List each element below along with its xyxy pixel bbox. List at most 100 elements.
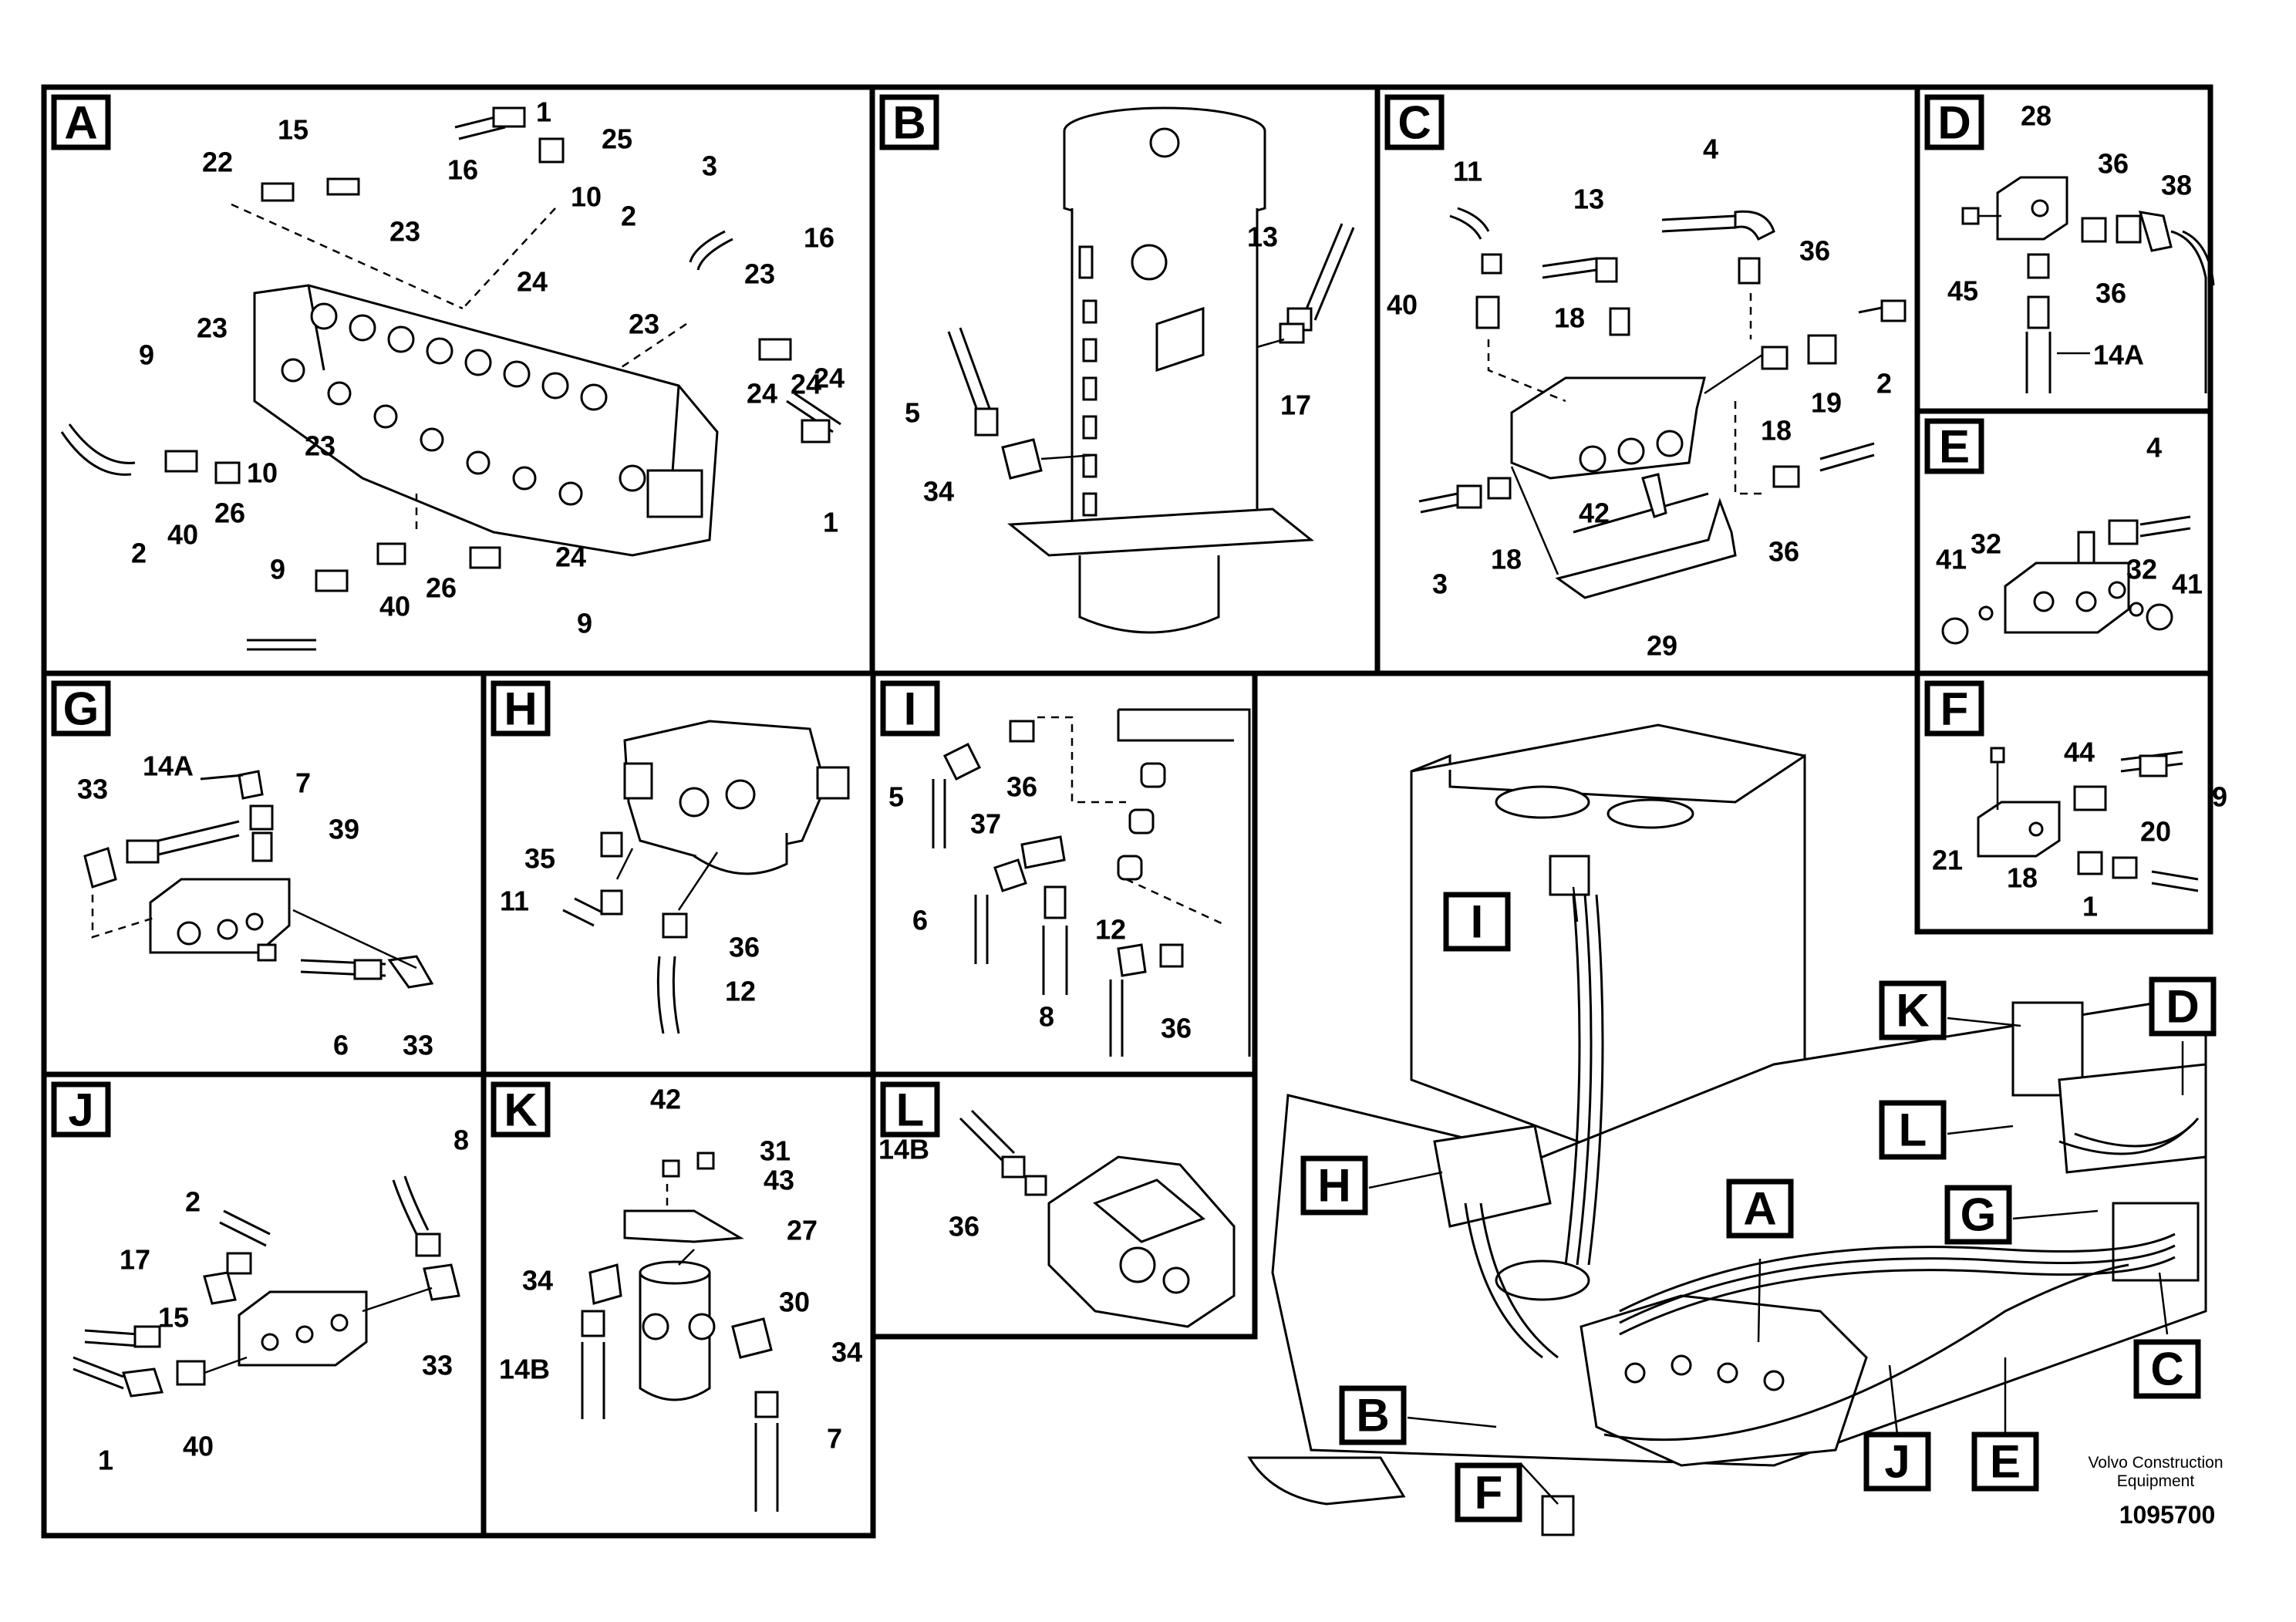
svg-text:D: D bbox=[2166, 981, 2199, 1033]
svg-text:D: D bbox=[1937, 97, 1971, 149]
panel-d-drawing bbox=[1961, 176, 2215, 393]
svg-text:19: 19 bbox=[1811, 387, 1842, 419]
svg-text:E: E bbox=[1990, 1436, 2021, 1488]
panel-l-letter: L bbox=[880, 1081, 940, 1138]
panel-i-letter: I bbox=[880, 680, 940, 737]
svg-text:13: 13 bbox=[1573, 184, 1604, 215]
svg-text:34: 34 bbox=[522, 1265, 553, 1297]
svg-text:5: 5 bbox=[905, 397, 920, 429]
svg-text:G: G bbox=[1961, 1189, 1997, 1241]
svg-text:24: 24 bbox=[747, 378, 777, 410]
svg-text:16: 16 bbox=[804, 222, 834, 254]
svg-text:42: 42 bbox=[1579, 497, 1610, 529]
svg-text:25: 25 bbox=[602, 123, 632, 155]
overview-callouts: I K D H L G A C B J E F bbox=[1300, 886, 2217, 1523]
svg-text:K: K bbox=[504, 1084, 537, 1136]
svg-text:14B: 14B bbox=[499, 1354, 550, 1385]
svg-text:30: 30 bbox=[779, 1286, 810, 1318]
callout-a: A bbox=[1726, 1179, 1794, 1239]
panel-k-drawing bbox=[581, 1152, 779, 1512]
svg-text:40: 40 bbox=[1387, 289, 1418, 321]
svg-text:14B: 14B bbox=[878, 1134, 929, 1165]
svg-text:18: 18 bbox=[1761, 415, 1792, 447]
svg-text:14A: 14A bbox=[2093, 339, 2144, 371]
svg-text:11: 11 bbox=[1453, 156, 1482, 187]
panel-a-drawing bbox=[60, 106, 841, 651]
svg-text:24: 24 bbox=[555, 541, 586, 573]
panel-g-letter: G bbox=[51, 680, 111, 737]
svg-text:9: 9 bbox=[139, 339, 154, 371]
svg-text:23: 23 bbox=[305, 430, 335, 462]
panel-c-letter: C bbox=[1384, 94, 1445, 150]
svg-text:J: J bbox=[68, 1084, 93, 1136]
svg-text:14A: 14A bbox=[143, 750, 194, 782]
svg-text:16: 16 bbox=[447, 154, 478, 186]
callout-f: F bbox=[1455, 1462, 1522, 1523]
svg-text:38: 38 bbox=[2161, 170, 2192, 201]
svg-text:H: H bbox=[1317, 1160, 1350, 1212]
svg-text:36: 36 bbox=[2095, 278, 2126, 309]
panel-k-labels: 42 31 43 27 34 30 34 14B 7 bbox=[499, 1084, 862, 1455]
svg-text:36: 36 bbox=[949, 1211, 979, 1243]
svg-text:B: B bbox=[1356, 1390, 1389, 1442]
svg-text:G: G bbox=[63, 683, 99, 735]
svg-text:F: F bbox=[1475, 1467, 1503, 1519]
panel-b-letter: B bbox=[879, 94, 939, 150]
svg-text:26: 26 bbox=[214, 497, 245, 529]
svg-text:1: 1 bbox=[98, 1445, 113, 1476]
svg-text:C: C bbox=[1397, 97, 1431, 149]
panel-b-drawing bbox=[947, 106, 1355, 634]
svg-text:L: L bbox=[1899, 1104, 1927, 1156]
svg-text:36: 36 bbox=[1161, 1013, 1192, 1044]
panel-d-letter: D bbox=[1924, 94, 1984, 150]
svg-text:E: E bbox=[1939, 421, 1970, 473]
svg-text:37: 37 bbox=[970, 808, 1001, 840]
svg-text:40: 40 bbox=[167, 519, 198, 551]
panel-a-labels: 1 15 25 22 16 10 23 3 2 16 24 23 23 24 2… bbox=[131, 96, 845, 639]
panel-b-labels: 13 5 17 34 bbox=[905, 221, 1311, 508]
svg-text:22: 22 bbox=[202, 147, 233, 178]
svg-text:33: 33 bbox=[77, 774, 108, 805]
svg-text:K: K bbox=[1896, 985, 1929, 1037]
svg-text:33: 33 bbox=[403, 1030, 433, 1061]
svg-text:40: 40 bbox=[183, 1431, 214, 1462]
svg-text:21: 21 bbox=[1932, 845, 1963, 876]
svg-text:9: 9 bbox=[2212, 781, 2227, 813]
svg-text:4: 4 bbox=[1703, 133, 1718, 165]
panel-l-drawing bbox=[959, 1109, 1236, 1328]
svg-text:A: A bbox=[1743, 1183, 1776, 1235]
svg-text:B: B bbox=[892, 97, 925, 149]
svg-text:12: 12 bbox=[1095, 914, 1126, 946]
panel-i-drawing bbox=[932, 708, 1251, 1057]
panel-e-labels: 4 32 41 32 41 bbox=[1936, 432, 2203, 600]
callout-g: G bbox=[1944, 1185, 2012, 1245]
svg-text:41: 41 bbox=[2172, 568, 2203, 600]
panel-k-letter: K bbox=[491, 1081, 551, 1138]
svg-text:32: 32 bbox=[1971, 528, 2001, 560]
callout-l: L bbox=[1879, 1100, 1947, 1160]
svg-text:34: 34 bbox=[923, 476, 954, 508]
svg-text:2: 2 bbox=[131, 538, 147, 569]
svg-text:18: 18 bbox=[1554, 302, 1585, 334]
svg-text:42: 42 bbox=[650, 1084, 681, 1115]
callout-c: C bbox=[2133, 1339, 2201, 1399]
panel-c-drawing bbox=[1418, 207, 1907, 599]
svg-text:A: A bbox=[64, 97, 97, 149]
svg-text:45: 45 bbox=[1947, 275, 1978, 307]
svg-text:1: 1 bbox=[823, 507, 838, 538]
svg-text:I: I bbox=[1471, 896, 1484, 948]
panel-e-letter: E bbox=[1924, 418, 1984, 474]
svg-text:15: 15 bbox=[158, 1302, 189, 1334]
footer: Volvo Construction Equipment 1095700 bbox=[2088, 1454, 2223, 1529]
svg-text:39: 39 bbox=[329, 814, 359, 845]
svg-text:34: 34 bbox=[831, 1337, 862, 1368]
svg-text:26: 26 bbox=[426, 572, 457, 604]
svg-text:J: J bbox=[1884, 1436, 1910, 1488]
svg-text:10: 10 bbox=[571, 181, 602, 213]
svg-text:3: 3 bbox=[1432, 568, 1448, 600]
svg-text:7: 7 bbox=[295, 767, 311, 799]
svg-text:23: 23 bbox=[629, 309, 659, 340]
svg-text:2: 2 bbox=[1876, 368, 1892, 400]
svg-text:L: L bbox=[896, 1084, 925, 1136]
svg-text:20: 20 bbox=[2140, 816, 2171, 848]
